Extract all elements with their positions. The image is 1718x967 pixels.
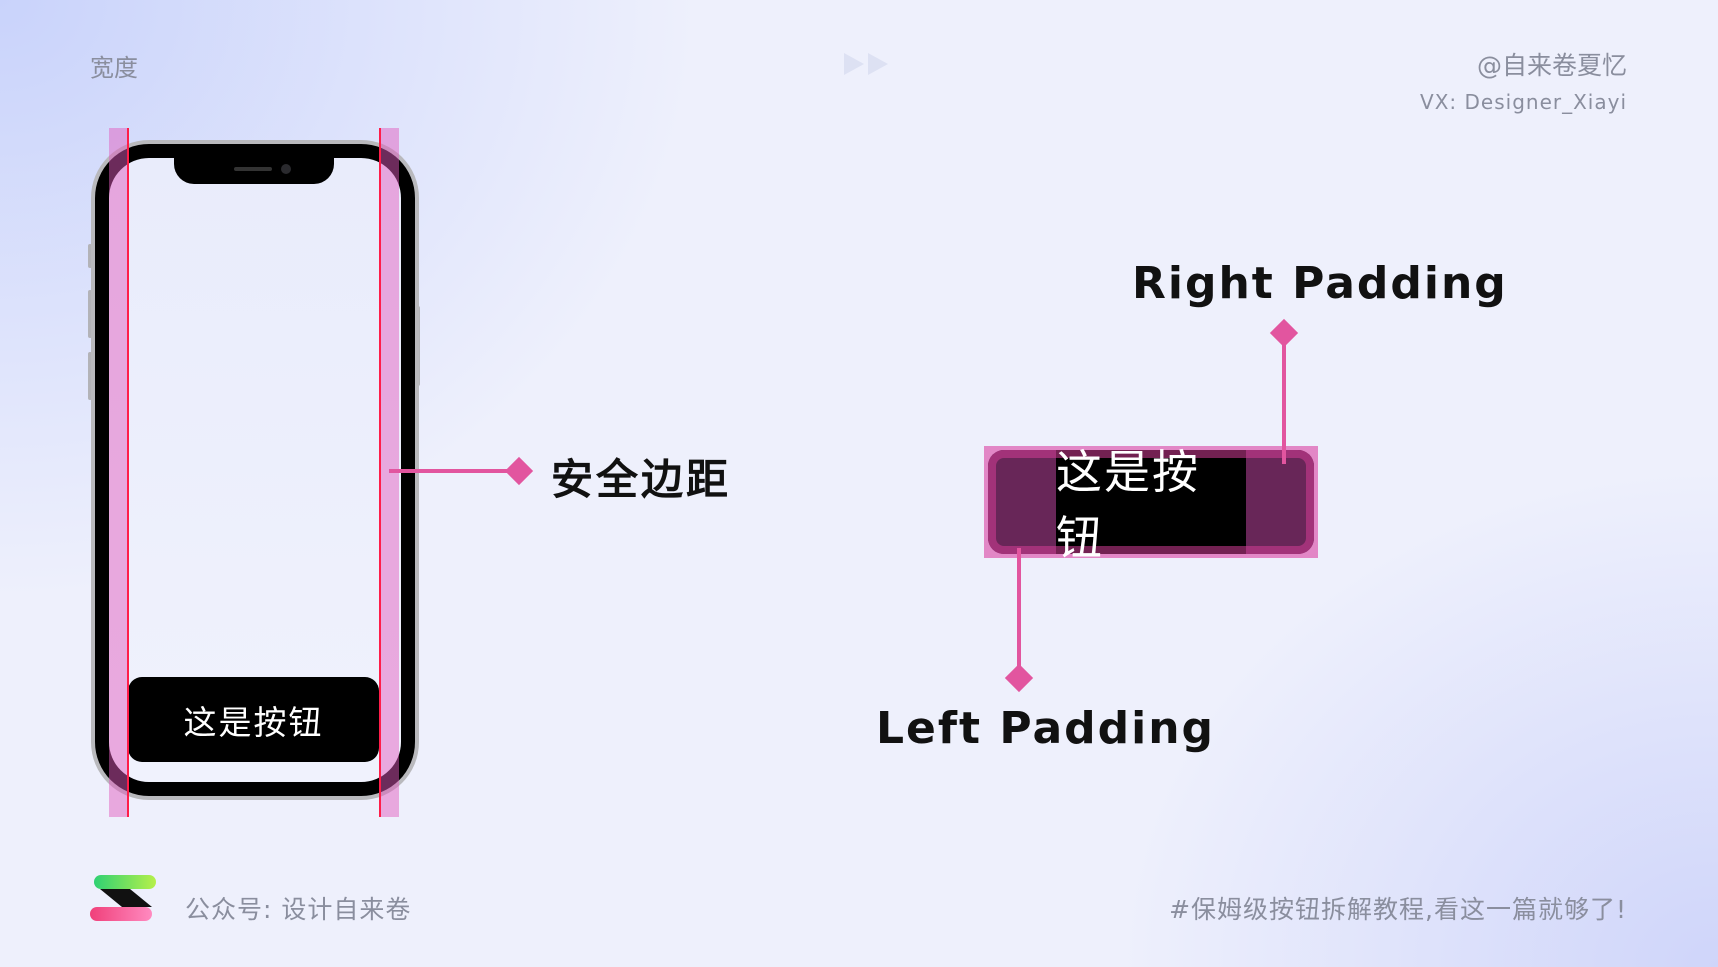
left-padding-pointer-line [1017,548,1021,678]
right-padding-label: Right Padding [1132,258,1508,309]
padding-demo-button-label: 这是按钮 [1056,445,1200,565]
tutorial-hashtag: #保姆级按钮拆解教程,看这一篇就够了! [1169,895,1627,924]
left-padding-label: Left Padding [876,703,1216,754]
phone-speaker [234,167,272,171]
author-handle: @自来卷夏忆 [1476,51,1627,80]
right-padding-area [1246,450,1314,554]
phone-demo-button[interactable]: 这是按钮 [128,677,379,762]
safe-margin-label: 安全边距 [551,455,732,504]
safe-margin-pointer-line [389,469,519,473]
safe-margin-right-line [379,128,381,817]
brand-logo-icon [90,875,156,921]
phone-volume-up [88,290,92,338]
phone-side-button [88,244,92,268]
safe-margin-left-line [127,128,129,817]
right-padding-pointer-line [1282,334,1286,464]
wechat-id: VX: Designer_Xiayi [1420,90,1627,114]
camera-icon [281,164,291,174]
section-label: 宽度 [90,54,138,82]
left-padding-area [988,450,1056,554]
safe-margin-pointer-diamond [504,456,534,486]
wechat-account-label: 公众号: 设计自来卷 [185,895,412,924]
padding-border [988,450,1314,554]
double-play-icon [844,53,888,75]
left-padding-pointer-diamond [1004,663,1034,693]
phone-volume-down [88,352,92,400]
right-padding-pointer-diamond [1269,318,1299,348]
safe-margin-left-band [109,128,129,817]
